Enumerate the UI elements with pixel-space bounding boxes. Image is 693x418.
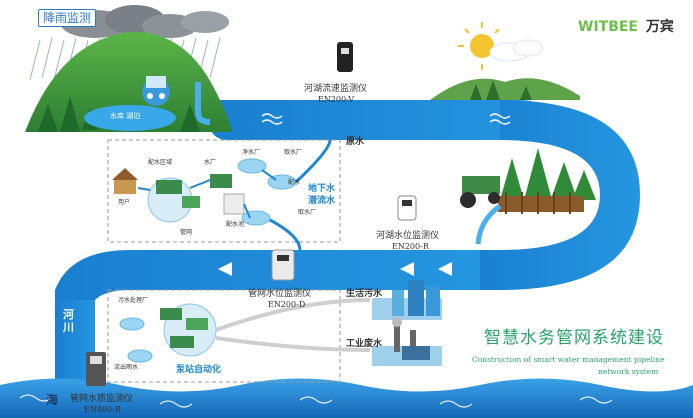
factory-icon [372,317,442,366]
intake-plant-bottom-label: 取水厂 [298,209,317,216]
brand-logo: WITBEE 万宾 [578,20,674,34]
water-quality-device-name: 管网水质监测仪 [70,394,134,404]
supply-box [107,139,341,243]
sewage-plant-label: 污水处理厂 [118,297,149,304]
pipe-network-label: 管网 [180,229,193,236]
pump-automation-label: 泵站自动化 [176,365,222,375]
sewage-plant-icon [119,303,217,363]
rain-cloud-icon [61,5,229,38]
distribution-zone-label: 配水区域 [148,159,173,166]
tree-icon [470,80,532,100]
sewage-box [107,289,341,383]
water-quality-device-model: EN400-R [84,405,121,414]
river-flow-device-name: 河湖流速监测仪 [304,84,368,94]
river-middle [55,250,480,330]
mountain [25,31,232,132]
dam-icon [142,76,170,106]
industrial-wastewater-label: 工业废水 [346,339,383,349]
reservoir [84,105,176,131]
clean-water-plant-label: 净水厂 [242,149,261,156]
domestic-sewage-label: 生活污水 [346,289,383,299]
pipe-level-device-model: EN200-D [268,300,306,309]
brand-name-cn: 万宾 [645,19,674,35]
distribution-label: 配水 [288,179,301,186]
sea-label: 海 [46,393,59,407]
main-title-cn: 智慧水务管网系统建设 [484,328,664,348]
flow-arrow-icon [218,262,452,276]
main-title-en-line2: network system [598,367,659,376]
river-flow-device-model: EN200-V [318,95,355,104]
river-label: 河 川 [63,308,74,335]
sea [0,378,693,418]
rain-monitoring-badge: 降雨监测 [38,9,97,27]
river-flow-sensor-icon [337,42,353,72]
water-plant-label: 水厂 [204,159,217,166]
hills-right [430,78,580,100]
brand-name-en: WITBEE [578,19,638,35]
raw-water-label: 原水 [346,137,365,147]
water-quality-sensor-icon [86,352,106,386]
tractor-icon [460,176,500,208]
wave-icon [261,113,511,331]
distribution-pool-label: 配水池 [226,221,245,228]
river-top [210,100,548,140]
pipe-level-device-name: 管网水位监测仪 [248,289,312,299]
intake-plant-top-label: 取水厂 [284,149,303,156]
reservoir-label: 水库 湖泊 [110,112,141,120]
farm [498,148,596,214]
river-level-sensor-icon [397,195,417,221]
pipe-level-sensor-icon [271,249,295,281]
river-level-device-name: 河湖水位监测仪 [376,231,440,241]
river-level-device-model: EN200-R [392,242,429,251]
outflow-rainwater-label: 流出雨水 [114,364,139,371]
river-bend-right [470,100,640,290]
user-label: 用户 [118,199,131,206]
cloud-icon [489,39,543,62]
main-title-en-line1: Construction of smart water management p… [472,355,665,364]
water-plant-icon [112,158,297,226]
groundwater-label: 地下水 潜流水 [308,184,336,206]
city-icon [372,280,442,320]
river-down-left [55,300,95,390]
